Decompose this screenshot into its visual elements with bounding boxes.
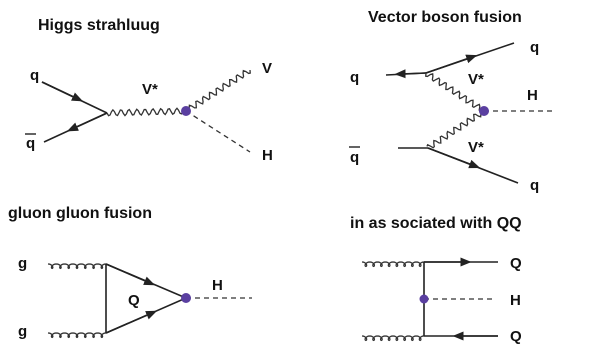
assoc-vertex — [419, 294, 429, 304]
ggf-vertex — [181, 293, 191, 303]
vbf-quark-out-top-arrow — [425, 54, 478, 74]
label-g-bottom: g — [18, 323, 27, 340]
quark-loop-top-arrow — [105, 263, 156, 286]
label-vbf-q-in: q — [350, 69, 359, 86]
quark-loop-bottom-arrow — [105, 310, 158, 334]
label-vbf-q-out-bottom: q — [530, 177, 539, 194]
label-q: q — [30, 67, 39, 84]
label-g-top: g — [18, 255, 27, 272]
hv-vertex — [181, 106, 191, 116]
gluon-top — [47, 263, 107, 270]
label-loop-quark: Q — [128, 292, 140, 309]
assoc-gluon-bottom — [361, 335, 425, 342]
panel-title-gluon-gluon-fusion: gluon gluon fusion — [8, 205, 152, 222]
panel-gluon-gluon-fusion: gluon gluon fusion g g Q H — [8, 205, 252, 340]
antiquark-arrow-marker — [66, 112, 108, 132]
label-vbf-vstar-top: V* — [468, 71, 484, 88]
panel-title-higgs-strahlung: Higgs strahluug — [38, 17, 160, 34]
label-assoc-q-top: Q — [510, 255, 522, 272]
label-assoc-q-bottom: Q — [510, 328, 522, 345]
label-h: H — [262, 147, 273, 164]
panel-title-associated-qq: in as sociated with QQ — [350, 215, 522, 232]
label-qbar: q — [26, 135, 35, 152]
label-vbf-h: H — [527, 87, 538, 104]
vstar-propagator — [106, 107, 187, 117]
panel-associated-qq: in as sociated with QQ Q H Q — [350, 215, 522, 345]
label-vbf-qbar-in: q — [350, 149, 359, 166]
label-assoc-h: H — [510, 292, 521, 309]
vbf-vertex — [479, 106, 489, 116]
assoc-gluon-top — [361, 261, 425, 268]
v-boson-line — [185, 69, 251, 114]
vbf-quark-in-arrow — [394, 69, 427, 79]
panel-vector-boson-fusion: Vector boson fusion q q q q V* V* H — [349, 9, 552, 194]
label-vbf-vstar-bottom: V* — [468, 139, 484, 156]
vbf-vstar-bottom — [426, 108, 485, 149]
higgs-line — [185, 110, 251, 153]
label-vstar: V* — [142, 81, 158, 98]
vbf-vstar-top — [425, 72, 486, 113]
vbf-quark-out-bottom-arrow — [427, 147, 481, 169]
panel-title-vector-boson-fusion: Vector boson fusion — [368, 9, 522, 26]
gluon-bottom — [47, 332, 107, 339]
label-ggf-h: H — [212, 277, 223, 294]
label-v: V — [262, 60, 272, 77]
panel-higgs-strahlung: Higgs strahluug q q V* V H — [25, 17, 273, 164]
label-vbf-q-out-top: q — [530, 39, 539, 56]
quark-arrow-marker — [41, 81, 84, 102]
